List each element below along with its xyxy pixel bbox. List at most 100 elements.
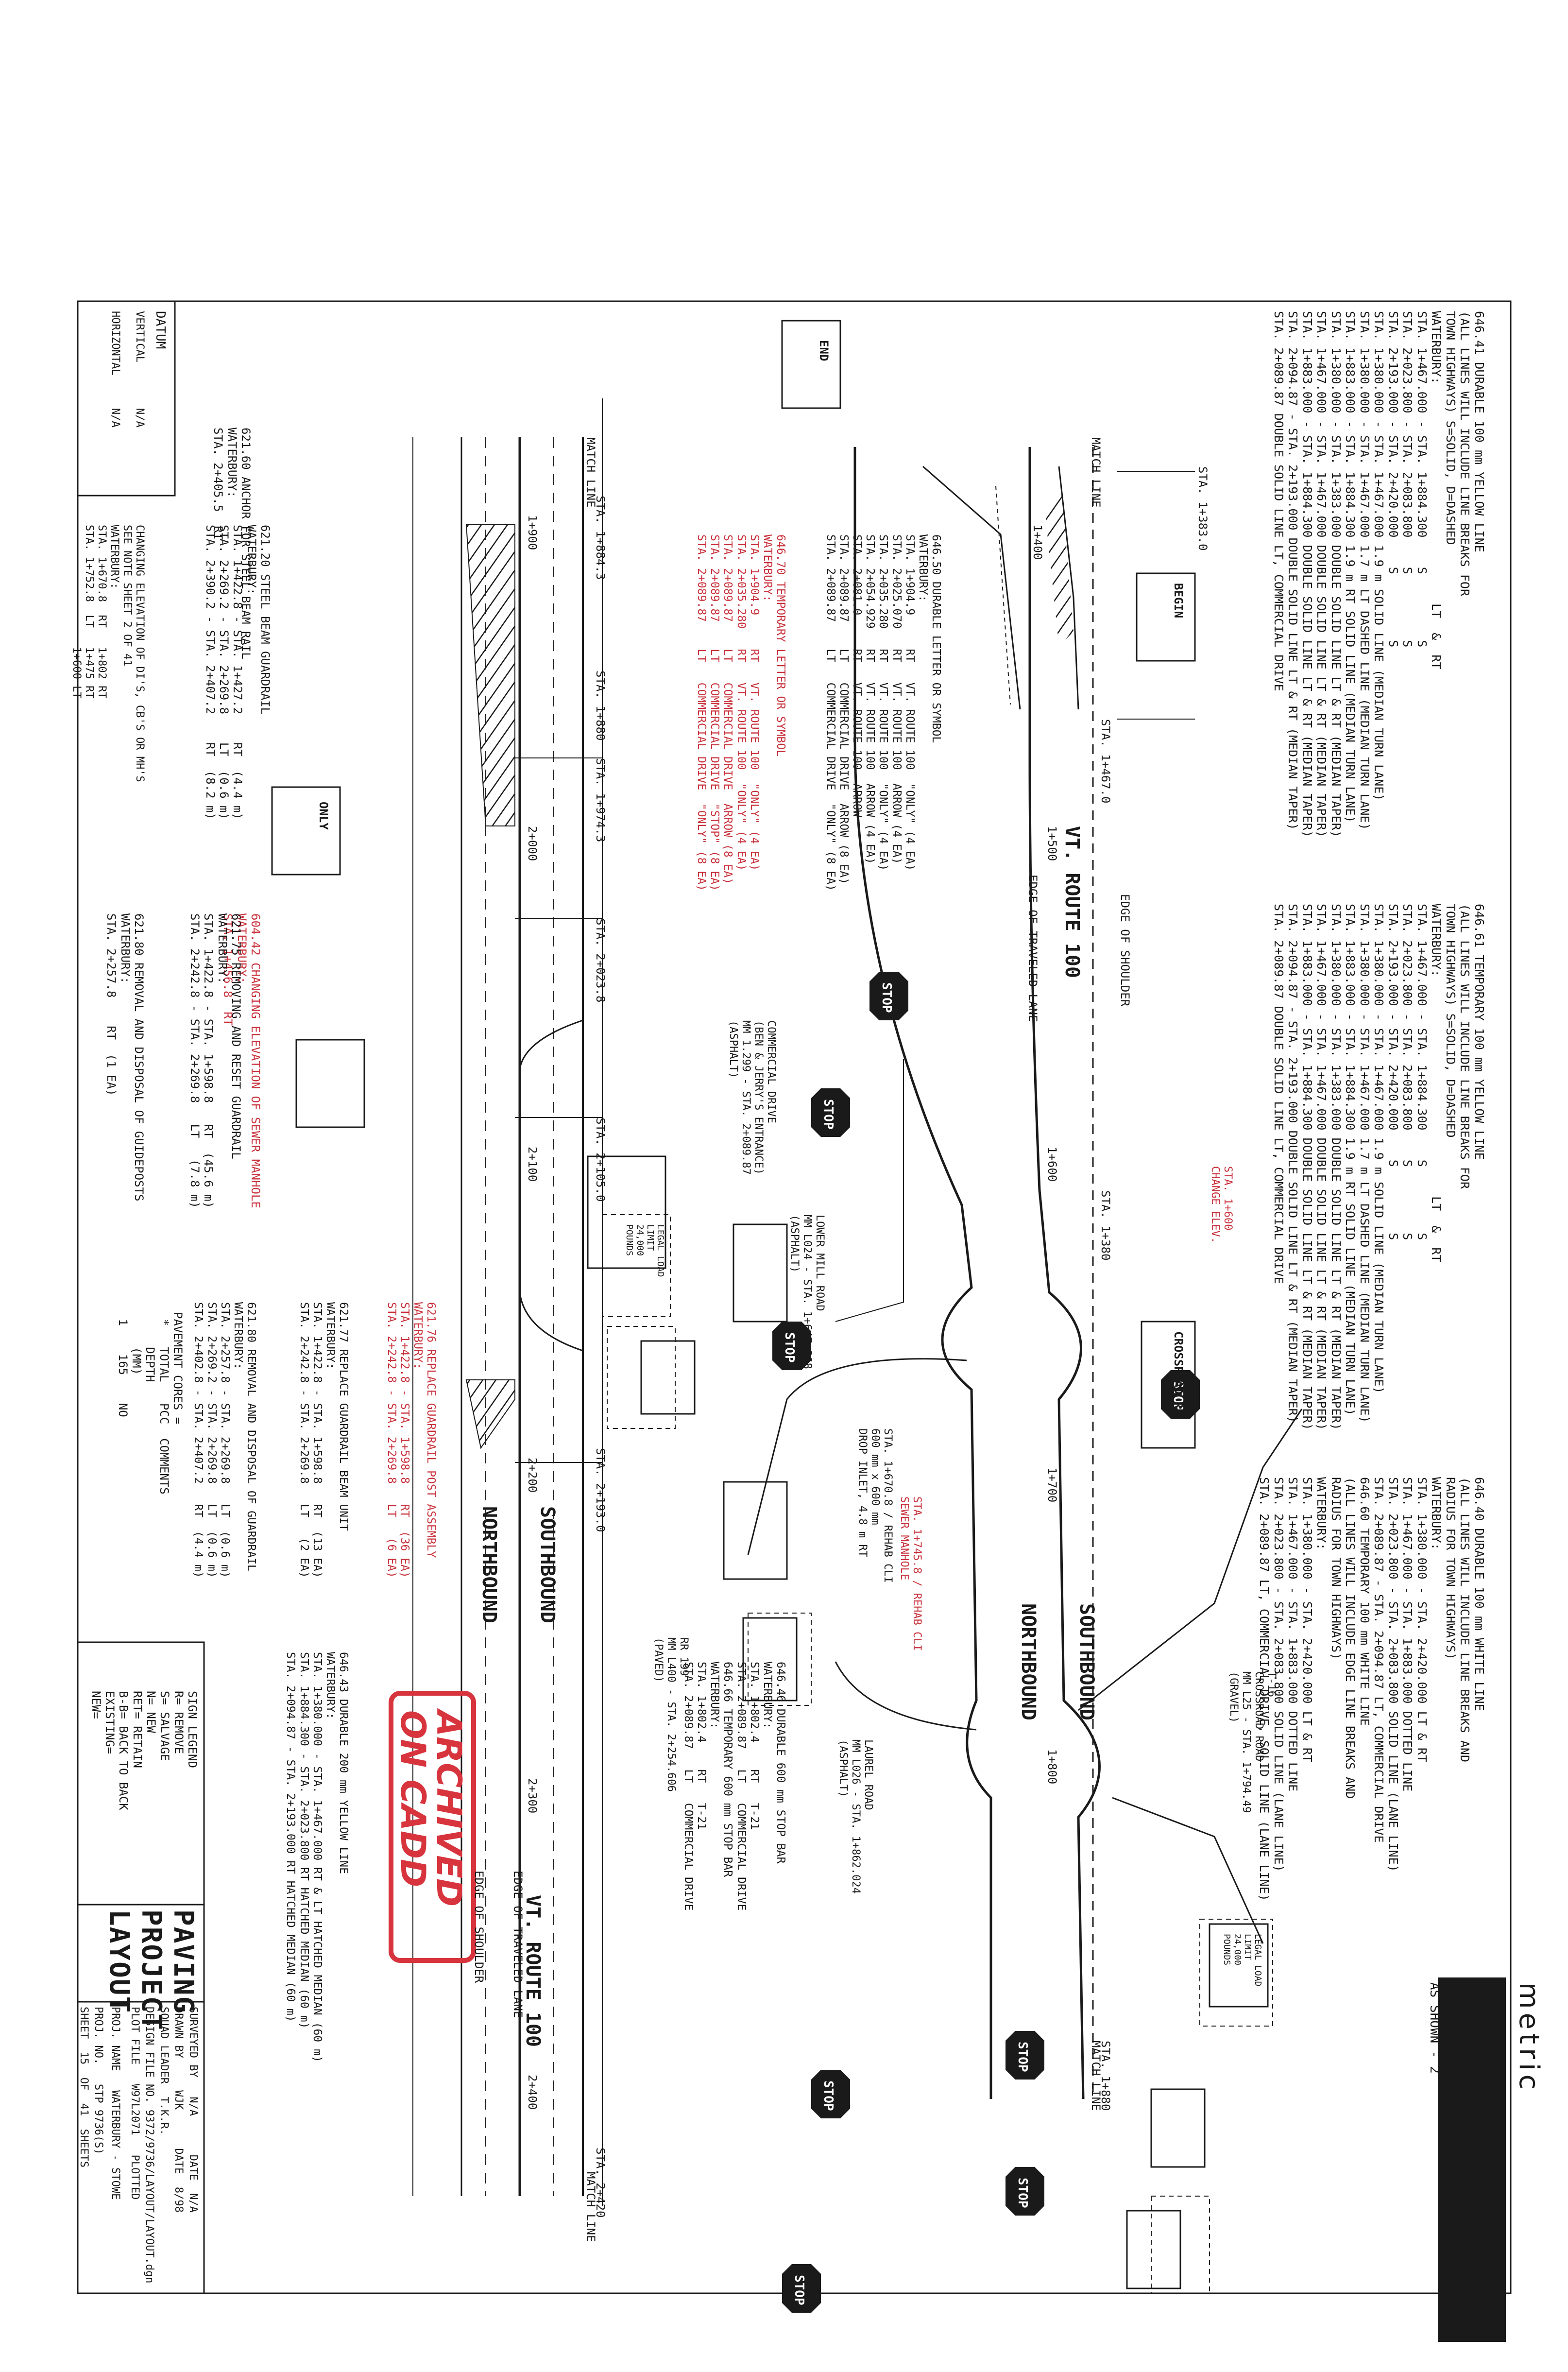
northbound-label-top: NORTHBOUND	[1017, 1603, 1040, 1720]
stop-sign-8	[782, 2264, 821, 2313]
station-1700: 1+700	[1045, 1467, 1059, 1503]
station-1880-lower: STA. 1+880	[594, 670, 607, 741]
end-sign-text: END	[817, 340, 831, 361]
stop-sign-group	[772, 972, 1200, 2313]
hatched-median-upper	[1044, 486, 1074, 646]
title-sheet-number: SHEET 15 OF 41 SHEETS	[78, 2007, 90, 2168]
hatched-median-lower-2	[465, 1379, 515, 1449]
note-anchor: 621.60 ANCHOR FOR STEEL BEAM RAIL WATERB…	[211, 428, 253, 659]
station-2000: 2+000	[526, 826, 539, 861]
northbound-label-bottom: NORTHBOUND	[478, 1506, 500, 1623]
stop-sign-7	[1006, 2167, 1044, 2216]
station-2100: 2+100	[526, 1147, 539, 1182]
stop-sign-3	[1161, 1370, 1200, 1419]
station-2200: 2+200	[526, 1458, 539, 1493]
stop-sign-text-6: STOP	[1015, 2042, 1030, 2072]
note-guideposts: 621.80 REMOVAL AND DISPOSAL OF GUIDEPOST…	[104, 913, 146, 1202]
note-durable-yellow: 646.41 DURABLE 100 mm YELLOW LINE (ALL L…	[1272, 311, 1486, 838]
stop-sign-text-8: STOP	[792, 2275, 806, 2305]
note-yellow-200: 646.43 DURABLE 200 mm YELLOW LINE WATERB…	[284, 1652, 350, 2063]
station-1880: STA. 1+880	[1099, 2041, 1112, 2111]
title-block-lines	[77, 300, 205, 2294]
stop-sign-text-2: STOP	[821, 1099, 835, 1130]
note-letter-symbol: 646.50 DURABLE LETTER OR SYMBOL WATERBUR…	[824, 534, 942, 891]
title-proj-name: PROJ. NAME WATERBURY - STOWE	[109, 2007, 121, 2200]
match-line-label-1: MATCH LINE	[1089, 437, 1103, 508]
note-post-assembly: 621.76 REPLACE GUARDRAIL POST ASSEMBLY W…	[385, 1302, 437, 1578]
note-temp-letter-symbol: 646.70 TEMPORARY LETTER OR SYMBOL WATERB…	[695, 534, 787, 891]
station-2400: 2+400	[526, 2075, 539, 2110]
southbound-label-top: SOUTHBOUND	[1075, 1603, 1098, 1720]
station-1800: 1+800	[1045, 1749, 1059, 1785]
note-temporary-yellow: 646.61 TEMPORARY 100 mm YELLOW LINE (ALL…	[1272, 904, 1486, 1430]
stop-sign-text-4: STOP	[782, 1332, 797, 1363]
station-1380: STA. 1+380	[1099, 1190, 1112, 1261]
title-plotted: PLOT FILE W97L2071 PLOTTED	[129, 2007, 141, 2200]
callout-drop-inlet: STA. 1+670.8 / REHAB CLI 600 mm x 600 mm…	[856, 1428, 894, 1583]
station-2105: STA. 2+105.0	[594, 1117, 607, 1202]
station-2300: 2+300	[526, 1778, 539, 1814]
callout-laurel-road: LAUREL ROAD MM L026 - STA. 1+862.024 (AS…	[837, 1739, 874, 1894]
note-durable-white: 646.40 DURABLE 100 mm WHITE LINE (ALL LI…	[1257, 1477, 1487, 1901]
callout-crossroad: T-16 CROSSROAD ROAD MM L25 - STA. 1+794.…	[1227, 1671, 1278, 1813]
note-remove-reset: 621.75 REMOVING AND RESET GUARDRAIL WATE…	[188, 913, 243, 1208]
archived-stamp: ARCHIVED ON CADD	[389, 1691, 476, 1963]
note-changing-elev: CHANGING ELEVATION OF DI'S, CB'S OR MH'S…	[70, 525, 146, 782]
southbound-label-bottom: SOUTHBOUND	[536, 1506, 559, 1623]
title-surveyed-by: SURVEYED BY N/A DATE N/A	[187, 2007, 199, 2213]
note-stop-bar: 646.46 DURABLE 600 mm STOP BAR WATERBURY…	[682, 1662, 787, 1911]
station-1500: 1+500	[1045, 826, 1059, 861]
title-design-file: DESIGN FILE NO. 9372/9736/LAYOUT/LAYOUT.…	[143, 2007, 155, 2284]
stop-sign-4	[772, 1322, 811, 1370]
hatched-median-lower-1	[465, 524, 515, 826]
station-2420: STA. 2+420	[594, 2148, 607, 2218]
stop-sign-1	[869, 972, 908, 1020]
only-sign-text: ONLY	[317, 802, 330, 830]
datum-title: DATUM	[153, 311, 168, 349]
edge-traveled-label-top: EDGE OF TRAVELED LANE	[1026, 875, 1040, 1022]
callout-rr199: RR 199 MM L400 - STA. 2+254.606 (PAVED)	[652, 1637, 690, 1792]
station-1400: 1+400	[1031, 525, 1044, 560]
datum-vertical-value: N/A	[134, 408, 146, 428]
station-1600: 1+600	[1045, 1147, 1059, 1182]
sign-boxes	[271, 320, 1269, 2289]
station-1383: STA. 1+383.0	[1196, 466, 1210, 551]
archived-stamp-text: ARCHIVED ON CADD	[393, 1710, 469, 1907]
stop-sign-5	[811, 2070, 850, 2118]
metric-logo-icon	[1438, 1977, 1506, 2342]
vt-route-label-bottom: VT. ROUTE 100	[522, 1895, 544, 2047]
title-squad-leader: SQUAD LEADER T.K.R.	[158, 2007, 170, 2135]
stop-sign-text-7: STOP	[1015, 2178, 1030, 2208]
stop-sign-6	[1006, 2031, 1044, 2080]
title-drawn-by: DRAWN BY WJK DATE 8/98	[172, 2007, 185, 2213]
upper-roadway	[747, 447, 1303, 2099]
station-2023: STA. 2+023.8	[594, 918, 607, 1003]
stop-sign-2	[811, 1088, 850, 1137]
note-removal-disposal: 621.80 REMOVAL AND DISPOSAL OF GUARDRAIL…	[192, 1302, 258, 1578]
station-1884: STA. 1+884.3	[594, 496, 607, 580]
callout-commercial-drive: COMMERCIAL DRIVE (BEN & JERRY'S ENTRANCE…	[727, 1020, 777, 1175]
datum-vertical-label: VERTICAL	[134, 311, 146, 362]
callout-change-elev: STA. 1+600 CHANGE ELEV.	[1209, 1166, 1234, 1243]
legal-load-text-2: LEGAL LOAD LIMIT 24,000 POUNDS	[1222, 1934, 1263, 1987]
datum-horizontal-label: HORIZONTAL	[109, 311, 121, 376]
station-1467: STA. 1+467.0	[1099, 719, 1112, 804]
vt-route-label-top: VT. ROUTE 100	[1061, 826, 1083, 979]
station-1900: 1+900	[526, 515, 539, 550]
note-sign-legend: SIGN LEGEND R= REMOVE S= SALVAGE N= NEW …	[89, 1691, 199, 1810]
edge-shoulder-label-top: EDGE OF SHOULDER	[1118, 894, 1132, 1007]
edge-shoulder-label-bottom: EDGE OF SHOULDER	[472, 1871, 486, 1983]
legal-load-boxes	[602, 1214, 1273, 2294]
note-beam-unit: 621.77 REPLACE GUARDRAIL BEAM UNIT WATER…	[297, 1302, 350, 1578]
edge-traveled-label-bottom: EDGE OF TRAVELED LANE	[511, 1871, 525, 2018]
stop-sign-text-1: STOP	[879, 982, 894, 1013]
metric-logo-text: metric	[1513, 1982, 1545, 2094]
station-1974: STA. 1+974.3	[594, 758, 607, 842]
legal-load-text-1: LEGAL LOAD LIMIT 24,000 POUNDS	[624, 1224, 665, 1277]
note-pavement-cores: PAVEMENT CORES = * TOTAL PCC COMMENTS DE…	[116, 1312, 185, 1495]
crossroad-sign-text: CROSSROAD RD	[1172, 1331, 1185, 1416]
title-proj-no: PROJ. NO. STP 9736(S)	[92, 2007, 104, 2155]
datum-horizontal-value: N/A	[109, 408, 121, 428]
